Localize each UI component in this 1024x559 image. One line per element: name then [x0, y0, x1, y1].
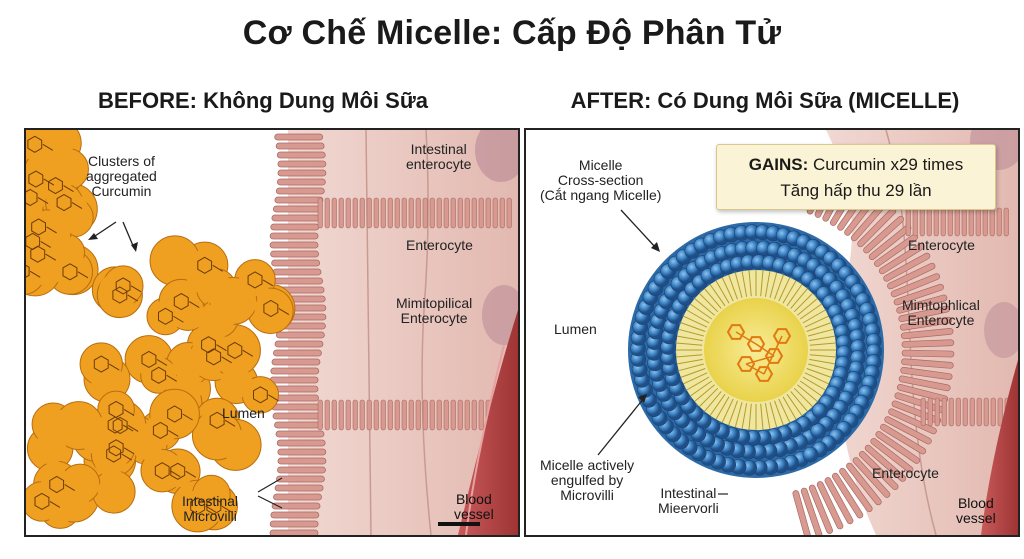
after-panel: GAINS: Curcumin x29 times Tăng hấp thu 2…	[524, 128, 1020, 537]
engulfed-label: Micelle actively engulfed by Microvilli	[540, 457, 635, 503]
curcumin-clusters-label: Clusters of aggregated Curcumin	[86, 153, 157, 199]
microvilli-label: Intestinal Mieervorli	[658, 485, 719, 516]
microvilli-label: Intestinal Microvilli	[182, 493, 239, 524]
page-title: Cơ Chế Micelle: Cấp Độ Phân Tử	[242, 14, 782, 52]
enterocyte-bottom-label: Enterocyte	[872, 465, 939, 481]
before-illustration	[26, 130, 518, 535]
nucleus	[475, 130, 518, 182]
before-heading: BEFORE: Không Dung Môi Sữa	[97, 88, 428, 113]
microvilli-band	[792, 164, 955, 535]
microvilli-rows	[905, 207, 1010, 427]
lumen-label: Lumen	[554, 321, 597, 337]
microvilli-rows	[317, 197, 512, 431]
curcumin-cluster	[26, 130, 99, 297]
curcumin-clusters	[26, 130, 296, 533]
blood-vessel	[458, 310, 518, 535]
after-heading: AFTER: Có Dung Môi Sữa (MICELLE)	[570, 88, 960, 113]
lumen-label: Lumen	[222, 405, 265, 421]
micelle-cross-section-label: Micelle Cross-section (Cắt ngang Micelle…	[540, 157, 662, 203]
curcumin-cluster	[26, 388, 262, 533]
gains-callout: GAINS: Curcumin x29 times Tăng hấp thu 2…	[716, 144, 996, 210]
enterocyte-label: Enterocyte	[406, 237, 473, 253]
curcumin-core	[726, 324, 792, 382]
blood-vessel-label: Blood vessel	[956, 495, 996, 526]
blood-vessel-label: Blood vessel	[454, 491, 494, 522]
intestinal-enterocyte-label: Intestinal enterocyte	[406, 141, 472, 172]
nucleus	[482, 285, 518, 345]
enterocyte-top-label: Enterocyte	[908, 237, 975, 253]
mimtopilical-label: Mimitopilical Enterocyte	[396, 295, 473, 326]
before-panel: Clusters of aggregated Curcumin Intestin…	[24, 128, 520, 537]
mimtophlical-label: Mimtophlical Enterocyte	[902, 297, 980, 328]
nucleus	[984, 302, 1018, 358]
microvilli-band	[269, 133, 327, 535]
blood-vessel	[981, 360, 1018, 535]
micelle	[628, 222, 884, 478]
after-illustration	[597, 130, 1018, 535]
